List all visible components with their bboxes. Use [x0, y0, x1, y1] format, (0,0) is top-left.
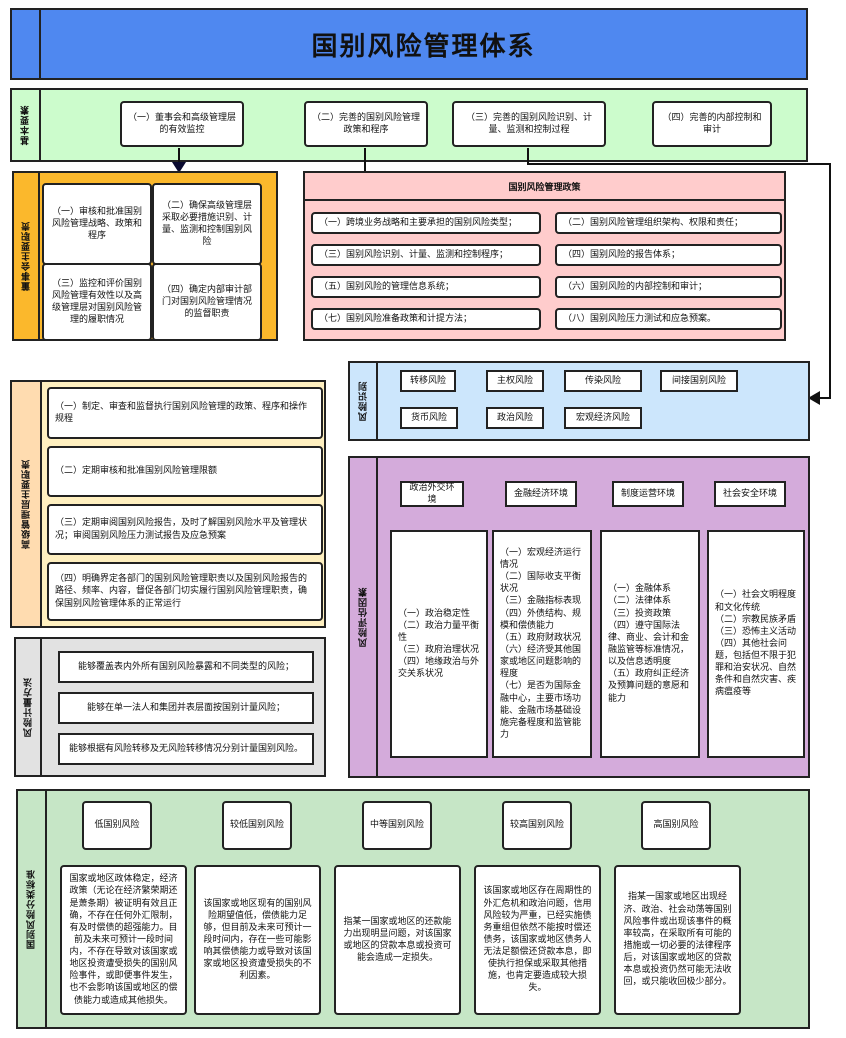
page-title: 国别风险管理体系 [311, 31, 536, 62]
assessment-header-social[interactable]: 社会安全环境 [714, 481, 786, 507]
policy-item-1[interactable]: （一）跨境业务战略和主要承担的国别风险类型； [311, 212, 541, 234]
basic-elements-section: 基本要素 （一）董事会和高级管理层的有效监控 （二）完善的国别风险管理政策和程序… [10, 88, 808, 162]
risk-type-political[interactable]: 政治风险 [486, 407, 544, 429]
basic-element-3[interactable]: （三）完善的国别风险识别、计量、监测和控制过程 [452, 101, 606, 147]
board-duty-2[interactable]: （二）确保高级管理层采取必要措施识别、计量、监测和控制国别风险 [152, 183, 262, 265]
policy-item-2[interactable]: （二）国别风险管理组织架构、权限和责任； [555, 212, 782, 234]
senior-label-cell: 高级管理层主要职责 [12, 382, 42, 626]
basic-element-1[interactable]: （一）董事会和高级管理层的有效监控 [120, 101, 244, 147]
classification-body-medium: 指某一国家或地区的还款能力出现明显问题，对该国家或地区的贷款本息或投资可能会造成… [334, 865, 461, 1015]
assessment-label: 风险评估因素 [358, 587, 369, 647]
board-label: 董事会主要职责 [21, 221, 32, 291]
assessment-header-political[interactable]: 政治外交环境 [400, 481, 464, 507]
policy-item-5[interactable]: （五）国别风险的管理信息系统； [311, 276, 541, 298]
measurement-label: 风险计量方法 [23, 677, 34, 737]
connector-ident-2 [527, 163, 831, 165]
basic-elements-label: 基本要素 [21, 105, 31, 145]
board-duty-3[interactable]: （三）监控和评价国别风险管理有效性以及高级管理层对国别风险管理的履职情况 [42, 263, 152, 341]
assessment-body-institutional: （一）金融体系 （二）法律体系 （三）投资政策 （四）遵守国际法律、商业、会计和… [600, 530, 700, 758]
basic-element-2[interactable]: （二）完善的国别风险管理政策和程序 [304, 101, 428, 147]
risk-type-contagion[interactable]: 传染风险 [564, 370, 642, 392]
classification-header-higher[interactable]: 较高国别风险 [502, 801, 572, 850]
basic-elements-label-cell: 基本要素 [12, 90, 41, 160]
classification-header-medium[interactable]: 中等国别风险 [362, 801, 432, 850]
measurement-label-cell: 风险计量方法 [16, 639, 42, 775]
policy-section: 国别风险管理政策 （一）跨境业务战略和主要承担的国别风险类型； （二）国别风险管… [303, 171, 786, 341]
senior-management-section: 高级管理层主要职责 （一）制定、审查和监督执行国别风险管理的政策、程序和操作规程… [10, 380, 326, 628]
classification-label-cell: 国别风险分类标准 [18, 791, 47, 1027]
risk-type-currency[interactable]: 货币风险 [400, 407, 458, 429]
measurement-item-1[interactable]: 能够覆盖表内外所有国别风险暴露和不同类型的风险； [58, 651, 314, 683]
measurement-item-2[interactable]: 能够在单一法人和集团并表层面按国别计量风险； [58, 692, 314, 724]
identification-label-cell: 风险识别 [350, 363, 378, 439]
senior-duty-3[interactable]: （三）定期审阅国别风险报告，及时了解国别风险水平及管理状况；审阅国别风险压力测试… [47, 504, 323, 555]
assessment-body-financial: （一）宏观经济运行情况 （二）国际收支平衡状况 （三）金融指标表现 （四）外债结… [492, 530, 592, 758]
senior-duty-4[interactable]: （四）明确界定各部门的国别风险管理职责以及国别风险报告的路径、频率、内容，督促各… [47, 562, 323, 621]
connector-ident-4 [818, 397, 831, 399]
policy-title: 国别风险管理政策 [305, 173, 784, 201]
connector-ident-1 [527, 148, 529, 164]
classification-label: 国别风险分类标准 [27, 869, 37, 949]
senior-duty-1[interactable]: （一）制定、审查和监督执行国别风险管理的政策、程序和操作规程 [47, 387, 323, 439]
classification-header-lower[interactable]: 较低国别风险 [222, 801, 292, 850]
policy-item-6[interactable]: （六）国别风险的内部控制和审计； [555, 276, 782, 298]
connector-board [178, 148, 180, 170]
risk-identification-section: 风险识别 转移风险 主权风险 传染风险 间接国别风险 货币风险 政治风险 宏观经… [348, 361, 810, 441]
senior-label: 高级管理层主要职责 [21, 459, 32, 549]
assessment-header-financial[interactable]: 金融经济环境 [505, 481, 577, 507]
classification-body-higher: 该国家或地区存在周期性的外汇危机和政治问题，信用风险较为严重，已经实施债务重组但… [474, 865, 601, 1015]
policy-item-8[interactable]: （八）国别风险压力测试和应急预案。 [555, 308, 782, 330]
connector-policy [364, 148, 366, 184]
risk-type-transfer[interactable]: 转移风险 [400, 370, 456, 392]
assessment-header-institutional[interactable]: 制度运营环境 [612, 481, 684, 507]
senior-duty-2[interactable]: （二）定期审核和批准国别风险管理限额 [47, 446, 323, 497]
board-label-cell: 董事会主要职责 [14, 173, 40, 339]
classification-header-high[interactable]: 高国别风险 [641, 801, 711, 850]
classification-header-low[interactable]: 低国别风险 [82, 801, 152, 850]
title-bar: 国别风险管理体系 [10, 8, 808, 80]
classification-body-low: 国家或地区政体稳定，经济政策（无论在经济繁荣期还是萧条期）被证明有效且正确，不存… [60, 865, 187, 1015]
classification-body-high: 指某一国家或地区出现经济、政治、社会动荡等国别风险事件或出现该事件的概率较高，在… [614, 865, 741, 1015]
arrow-left-icon [808, 391, 820, 405]
measurement-item-3[interactable]: 能够根据有风险转移及无风险转移情况分别计量国别风险。 [58, 733, 314, 765]
assessment-body-social: （一）社会文明程度和文化传统 （二）宗教民族矛盾 （三）恐怖主义活动 （四）其他… [707, 530, 805, 758]
risk-type-indirect[interactable]: 间接国别风险 [660, 370, 738, 392]
identification-label: 风险识别 [358, 381, 369, 421]
policy-item-7[interactable]: （七）国别风险准备政策和计提方法； [311, 308, 541, 330]
connector-ident-3 [829, 163, 831, 399]
policy-item-3[interactable]: （三）国别风险识别、计量、监测和控制程序； [311, 244, 541, 266]
risk-type-macro[interactable]: 宏观经济风险 [564, 407, 642, 429]
assessment-label-cell: 风险评估因素 [350, 458, 378, 776]
classification-body-lower: 该国家或地区现有的国别风险期望值低，偿债能力足够，但目前及未来可预计一段时间内，… [194, 865, 321, 1015]
arrow-down-icon [172, 162, 186, 173]
policy-item-4[interactable]: （四）国别风险的报告体系； [555, 244, 782, 266]
assessment-body-political: （一）政治稳定性 （二）政治力量平衡性 （三）政府治理状况 （四）地缘政治与外交… [390, 530, 488, 758]
title-sidebar [12, 10, 41, 78]
risk-type-sovereign[interactable]: 主权风险 [486, 370, 544, 392]
basic-element-4[interactable]: （四）完善的内部控制和审计 [652, 101, 772, 147]
board-duty-4[interactable]: （四）确定内部审计部门对国别风险管理情况的监督职责 [152, 263, 262, 341]
board-duty-1[interactable]: （一）审核和批准国别风险管理战略、政策和程序 [42, 183, 152, 265]
board-section: 董事会主要职责 （一）审核和批准国别风险管理战略、政策和程序 （二）确保高级管理… [12, 171, 278, 341]
measurement-section: 风险计量方法 能够覆盖表内外所有国别风险暴露和不同类型的风险； 能够在单一法人和… [14, 637, 326, 777]
risk-assessment-section: 风险评估因素 政治外交环境 金融经济环境 制度运营环境 社会安全环境 （一）政治… [348, 456, 810, 778]
